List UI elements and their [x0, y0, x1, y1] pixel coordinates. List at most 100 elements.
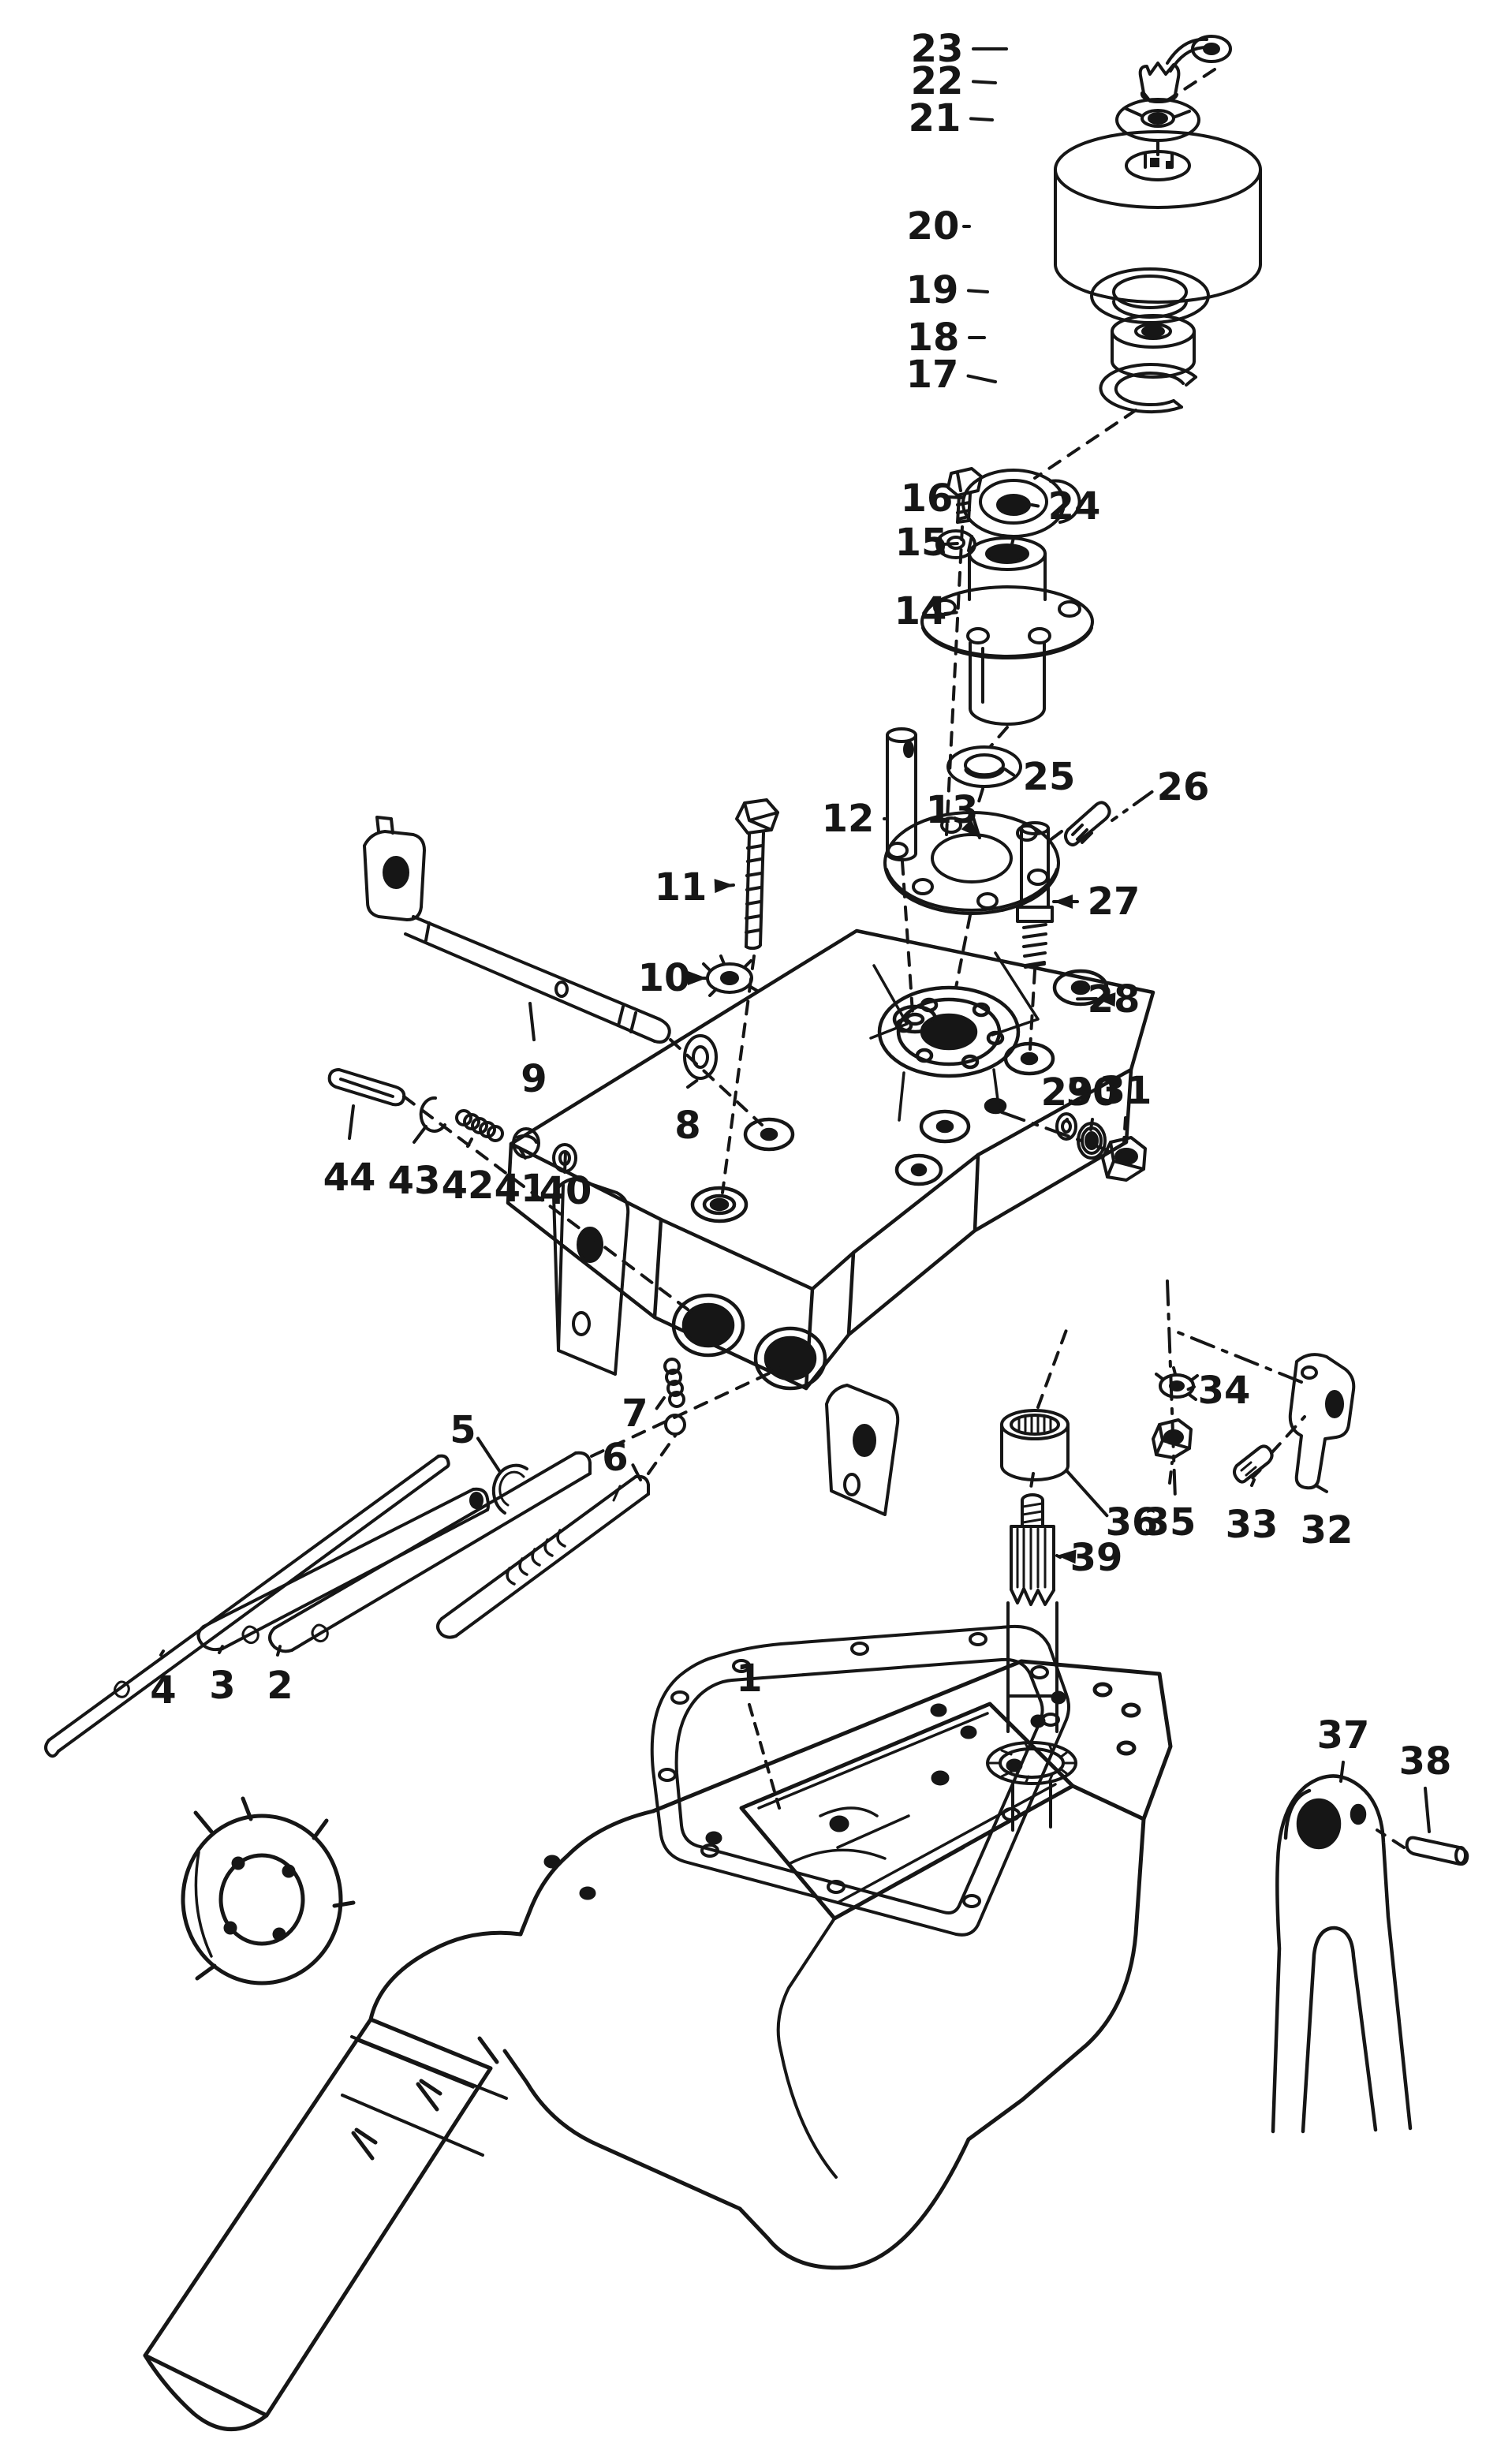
part-label-25: 25: [1003, 755, 1075, 799]
dash-dot-axes: [1000, 830, 1303, 1500]
lock-washer-34: [1155, 1366, 1199, 1401]
part-label-6: 6: [602, 1436, 642, 1481]
part-number-29: 29: [1041, 1070, 1094, 1115]
part-label-4: 4: [150, 1649, 177, 1713]
nut-31: [1101, 1136, 1147, 1182]
dowel-pin-26: [1064, 801, 1111, 846]
part-number-8: 8: [674, 1104, 700, 1148]
leader-arrowhead: [1054, 895, 1073, 909]
part-label-17: 17: [906, 353, 997, 397]
part-label-37: 37: [1317, 1713, 1370, 1783]
part-label-18: 18: [907, 316, 986, 360]
part-label-27: 27: [1052, 880, 1140, 924]
part-label-35: 35: [1144, 1461, 1197, 1545]
bearing-18: [1111, 314, 1196, 379]
assembly-axes: [402, 68, 1406, 1849]
part-label-7: 7: [622, 1391, 666, 1436]
detent-pin-44: [327, 1068, 406, 1107]
part-number-18: 18: [907, 316, 960, 360]
part-label-31: 31: [1099, 1069, 1152, 1144]
spring-42: [455, 1109, 504, 1142]
part-number-5: 5: [450, 1408, 476, 1452]
part-label-1: 1: [736, 1657, 781, 1810]
part-label-33: 33: [1226, 1478, 1279, 1547]
part-number-24: 24: [1048, 484, 1101, 529]
part-number-3: 3: [209, 1664, 235, 1708]
fork-pin-38: [1405, 1836, 1469, 1866]
pivot-ear-center: [825, 1384, 900, 1516]
leader-arrowhead: [1057, 1549, 1077, 1564]
part-label-26: 26: [1111, 765, 1210, 822]
part-number-13: 13: [926, 788, 979, 832]
washer-8: [683, 1034, 718, 1080]
hub-14: [920, 536, 1094, 726]
part-label-41: 41: [495, 1148, 547, 1211]
part-label-16: 16: [901, 476, 965, 521]
part-label-39: 39: [1055, 1536, 1123, 1580]
shift-housing-cover-28: [506, 928, 1155, 1391]
part-label-22: 22: [911, 59, 997, 103]
part-label-13: 13: [926, 788, 981, 839]
part-label-36: 36: [1065, 1469, 1159, 1545]
part-number-35: 35: [1144, 1500, 1197, 1545]
shift-rod-4: [44, 1454, 450, 1758]
part-number-41: 41: [495, 1167, 547, 1211]
part-label-28: 28: [1076, 977, 1141, 1022]
part-number-21: 21: [909, 96, 961, 140]
part-label-30: 30: [1066, 1070, 1119, 1131]
bell-crank-32: [1288, 1353, 1356, 1490]
part-number-15: 15: [895, 521, 948, 565]
part-number-12: 12: [822, 797, 875, 841]
part-label-29: 29: [1041, 1070, 1094, 1122]
part-label-15: 15: [895, 521, 959, 565]
washer-21: [1115, 98, 1200, 142]
part-label-12: 12: [822, 797, 887, 841]
part-label-21: 21: [909, 96, 994, 140]
part-label-40: 40: [539, 1150, 592, 1213]
part-number-20: 20: [907, 204, 960, 248]
part-number-26: 26: [1157, 765, 1210, 809]
part-number-39: 39: [1070, 1536, 1123, 1580]
synchro-drum-20: [1054, 130, 1262, 304]
part-label-19: 19: [906, 268, 989, 312]
clip-43: [419, 1096, 446, 1133]
leader-arrowhead: [1096, 992, 1116, 1007]
part-number-30: 30: [1066, 1070, 1119, 1115]
part-number-23: 23: [911, 27, 964, 71]
part-label-43: 43: [388, 1125, 440, 1203]
part-number-1: 1: [736, 1657, 762, 1701]
castle-nut-22: [1138, 62, 1181, 104]
part-number-4: 4: [150, 1668, 176, 1713]
shift-rod-3: [196, 1487, 490, 1652]
bearing-cup-36: [1000, 1409, 1070, 1481]
selector-lever-9: [363, 816, 671, 1044]
part-number-28: 28: [1088, 977, 1141, 1022]
part-number-34: 34: [1198, 1369, 1251, 1413]
part-number-9: 9: [521, 1057, 547, 1101]
bolt-11: [735, 798, 779, 951]
part-label-38: 38: [1399, 1739, 1452, 1833]
part-number-22: 22: [911, 59, 964, 103]
part-number-11: 11: [655, 865, 707, 910]
part-number-31: 31: [1099, 1069, 1152, 1113]
leader-arrowhead: [688, 971, 707, 985]
part-number-16: 16: [901, 476, 954, 521]
ball-bearing-24: [961, 469, 1081, 538]
circlip-5: [491, 1463, 528, 1515]
part-label-42: 42: [442, 1137, 494, 1208]
part-number-36: 36: [1106, 1500, 1159, 1545]
snap-ring-17: [1099, 363, 1197, 414]
part-label-34: 34: [1186, 1369, 1251, 1413]
pivot-ear-left: [552, 1177, 630, 1376]
part-number-33: 33: [1226, 1503, 1279, 1547]
part-number-38: 38: [1399, 1739, 1452, 1784]
part-label-10: 10: [638, 956, 708, 1000]
part-number-7: 7: [622, 1391, 648, 1436]
part-label-8: 8: [674, 1078, 701, 1148]
part-label-24: 24: [1030, 484, 1101, 529]
part-number-19: 19: [906, 268, 959, 312]
part-number-37: 37: [1317, 1713, 1370, 1758]
clevis-pin-12: [886, 727, 917, 861]
